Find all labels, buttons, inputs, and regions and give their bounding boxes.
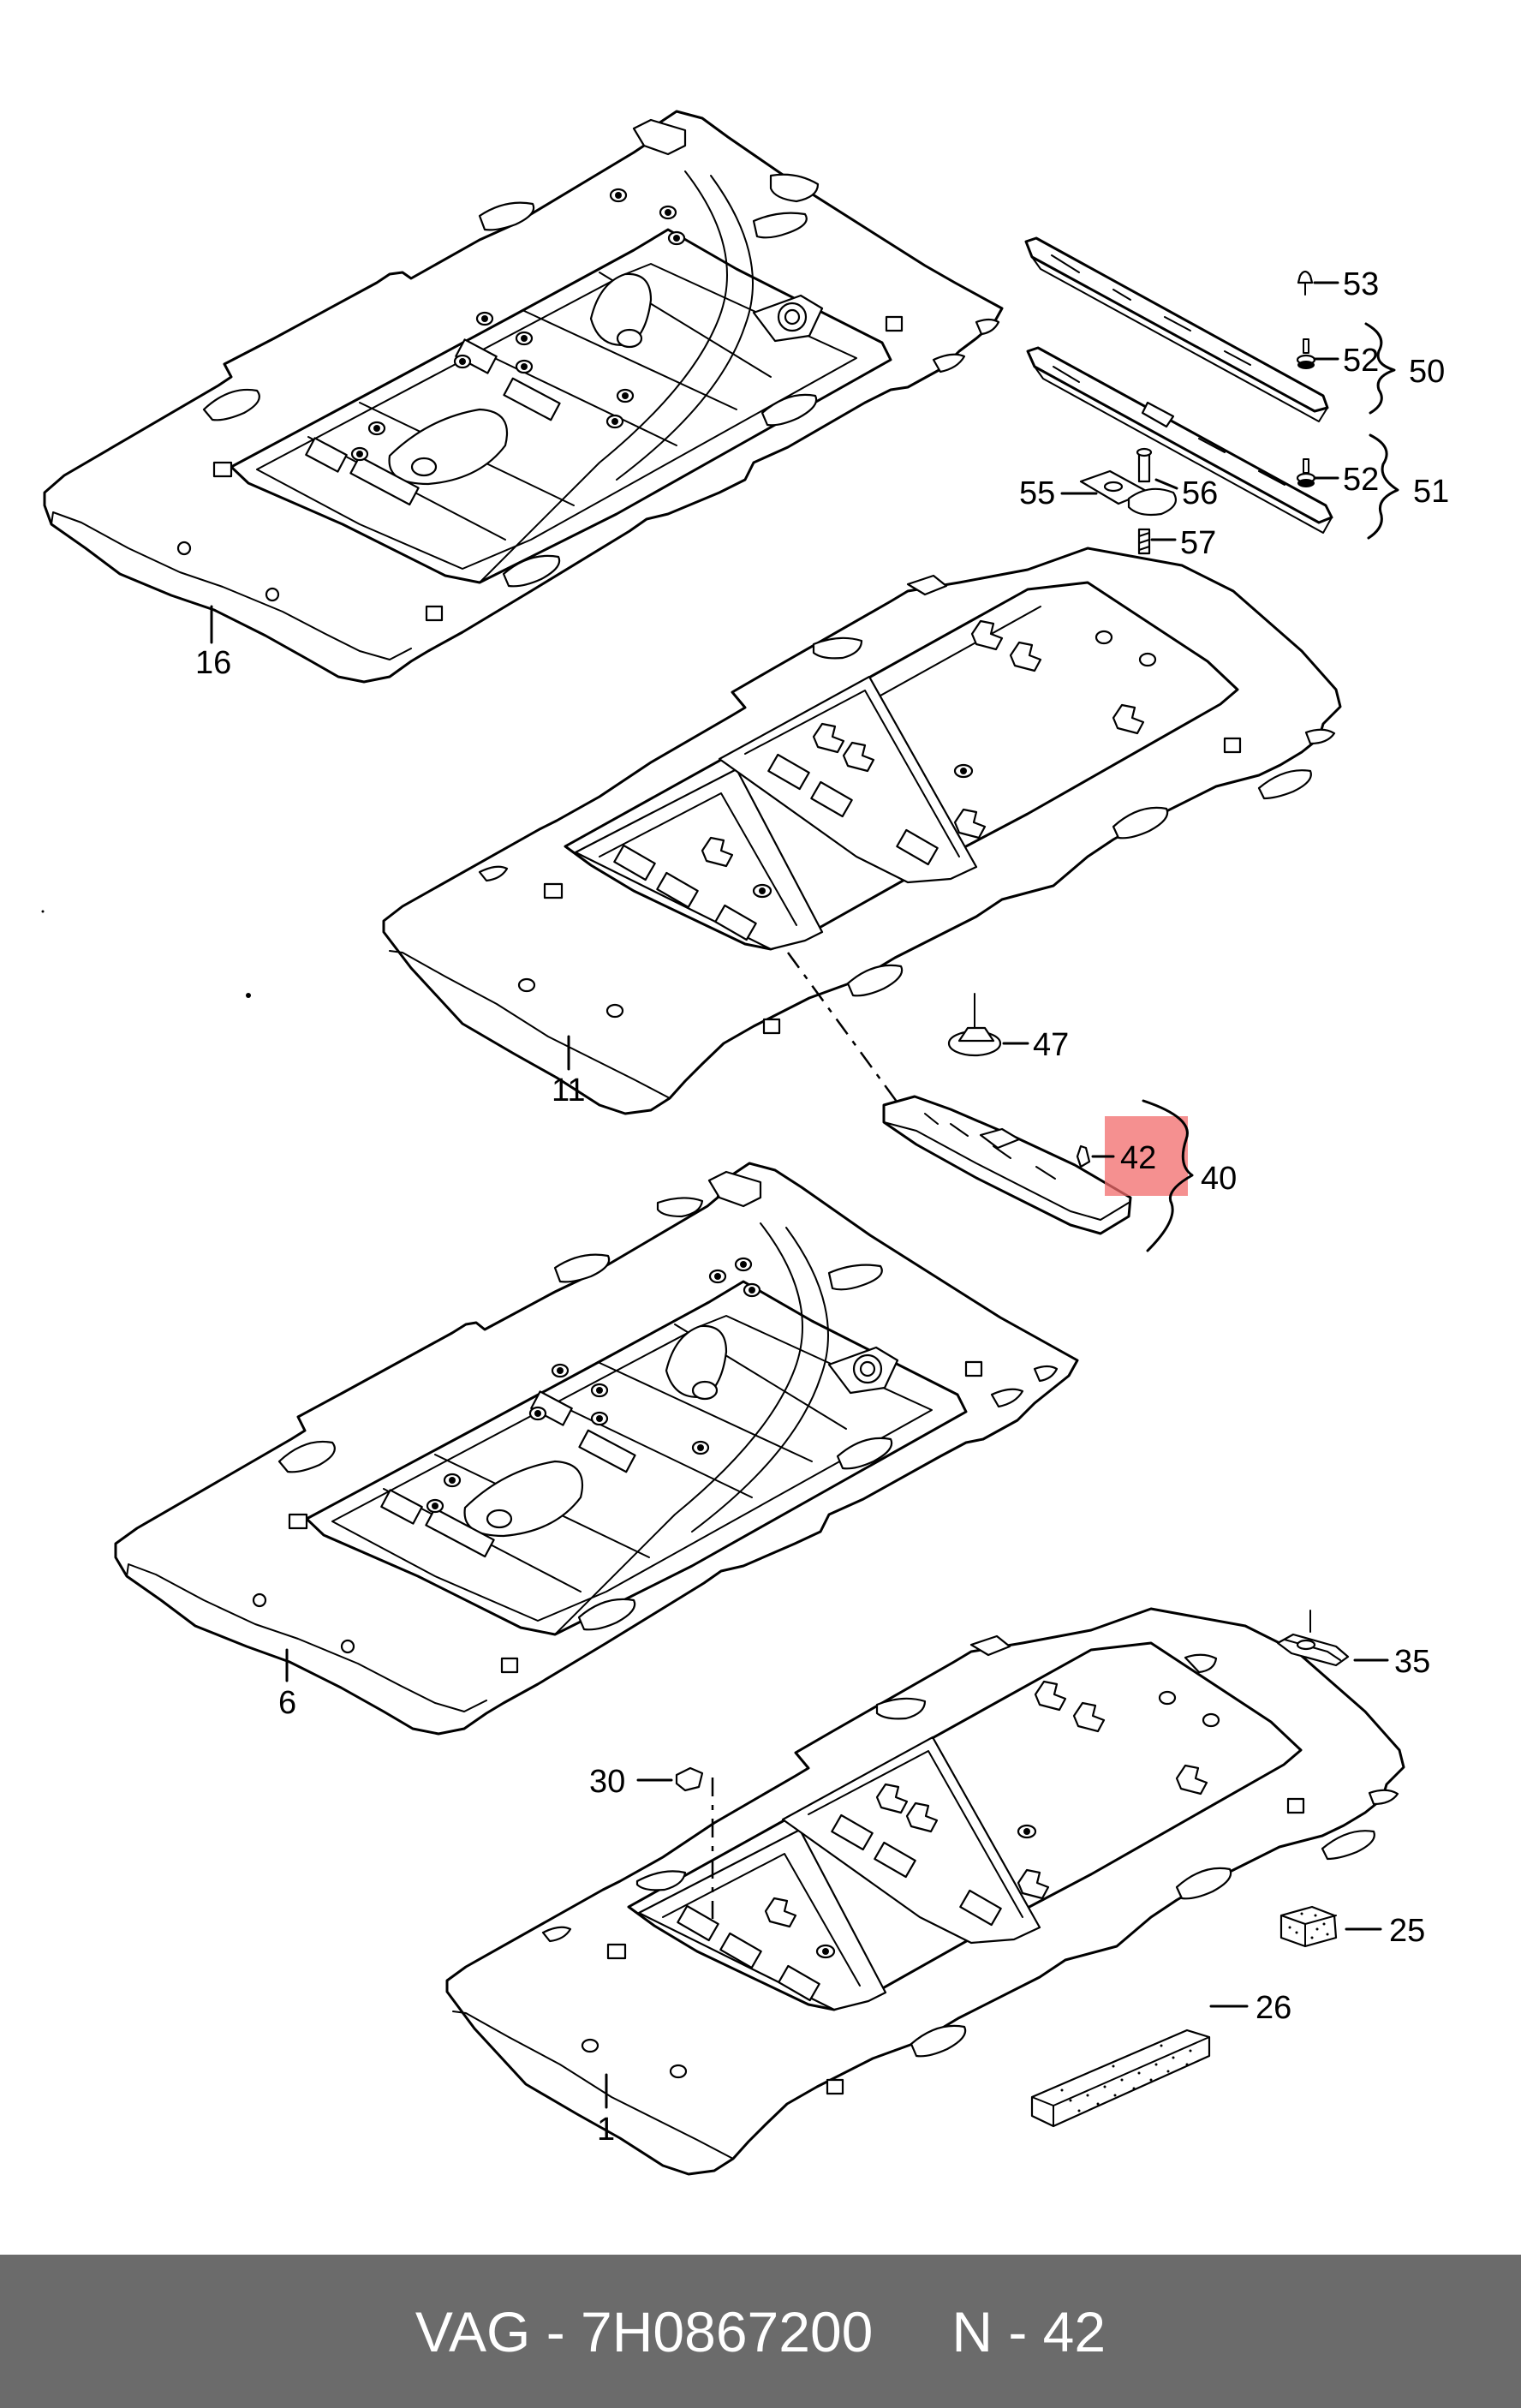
clip-42 xyxy=(1076,1144,1091,1168)
callout-25: 25 xyxy=(1389,1913,1425,1949)
nut-52-upper xyxy=(1296,338,1316,369)
exploded-parts-diagram: 16 53 52 52 50 51 xyxy=(41,110,1449,2176)
headliner-panel-11 xyxy=(382,547,1342,1115)
screw-53 xyxy=(1297,270,1314,296)
nut-52-lower xyxy=(1296,458,1316,487)
attachment-line-40 xyxy=(786,952,901,1106)
trim-strip-40 xyxy=(882,1095,1132,1235)
lamp-housing-35 xyxy=(1276,1610,1350,1667)
callout-52-lower: 52 xyxy=(1343,462,1379,498)
clip-47 xyxy=(947,993,1002,1057)
part-number-footer: VAG - 7H0867200 N - 42 xyxy=(0,2255,1521,2408)
clip-56 xyxy=(1127,447,1177,517)
callout-47: 47 xyxy=(1033,1027,1069,1063)
callout-1: 1 xyxy=(597,2112,615,2148)
callout-50: 50 xyxy=(1409,354,1445,390)
headliner-panel-1 xyxy=(445,1607,1405,2176)
position-label: N - 42 xyxy=(951,2299,1106,2363)
brace-51 xyxy=(1367,433,1399,540)
screw-57 xyxy=(1137,528,1151,555)
callout-42: 42 xyxy=(1120,1140,1156,1176)
foam-block-25 xyxy=(1279,1905,1338,1948)
part-number-label: VAG - 7H0867200 xyxy=(415,2299,874,2363)
clip-30 xyxy=(675,1766,704,1792)
callout-26: 26 xyxy=(1256,1990,1291,2026)
headliner-panel-6 xyxy=(114,1162,1079,1736)
callout-56: 56 xyxy=(1182,475,1218,511)
callout-51: 51 xyxy=(1413,474,1449,510)
headliner-panel-16 xyxy=(43,110,1004,684)
callout-35: 35 xyxy=(1394,1644,1430,1680)
brace-40 xyxy=(1142,1099,1194,1252)
foam-strip-26 xyxy=(1030,2029,1211,2128)
roof-rail-rear-51 xyxy=(1026,346,1333,534)
callout-40: 40 xyxy=(1201,1161,1237,1197)
callout-11: 11 xyxy=(552,1073,585,1108)
roof-rail-front-50 xyxy=(1024,236,1329,422)
callout-53: 53 xyxy=(1343,266,1379,302)
callout-30: 30 xyxy=(589,1764,625,1800)
callout-16: 16 xyxy=(195,645,231,681)
brace-50 xyxy=(1364,322,1396,415)
callout-55: 55 xyxy=(1019,475,1055,511)
callout-52-upper: 52 xyxy=(1343,343,1379,379)
highlight-42 xyxy=(1105,1116,1188,1196)
callout-6: 6 xyxy=(278,1685,296,1721)
callout-57: 57 xyxy=(1180,525,1216,561)
